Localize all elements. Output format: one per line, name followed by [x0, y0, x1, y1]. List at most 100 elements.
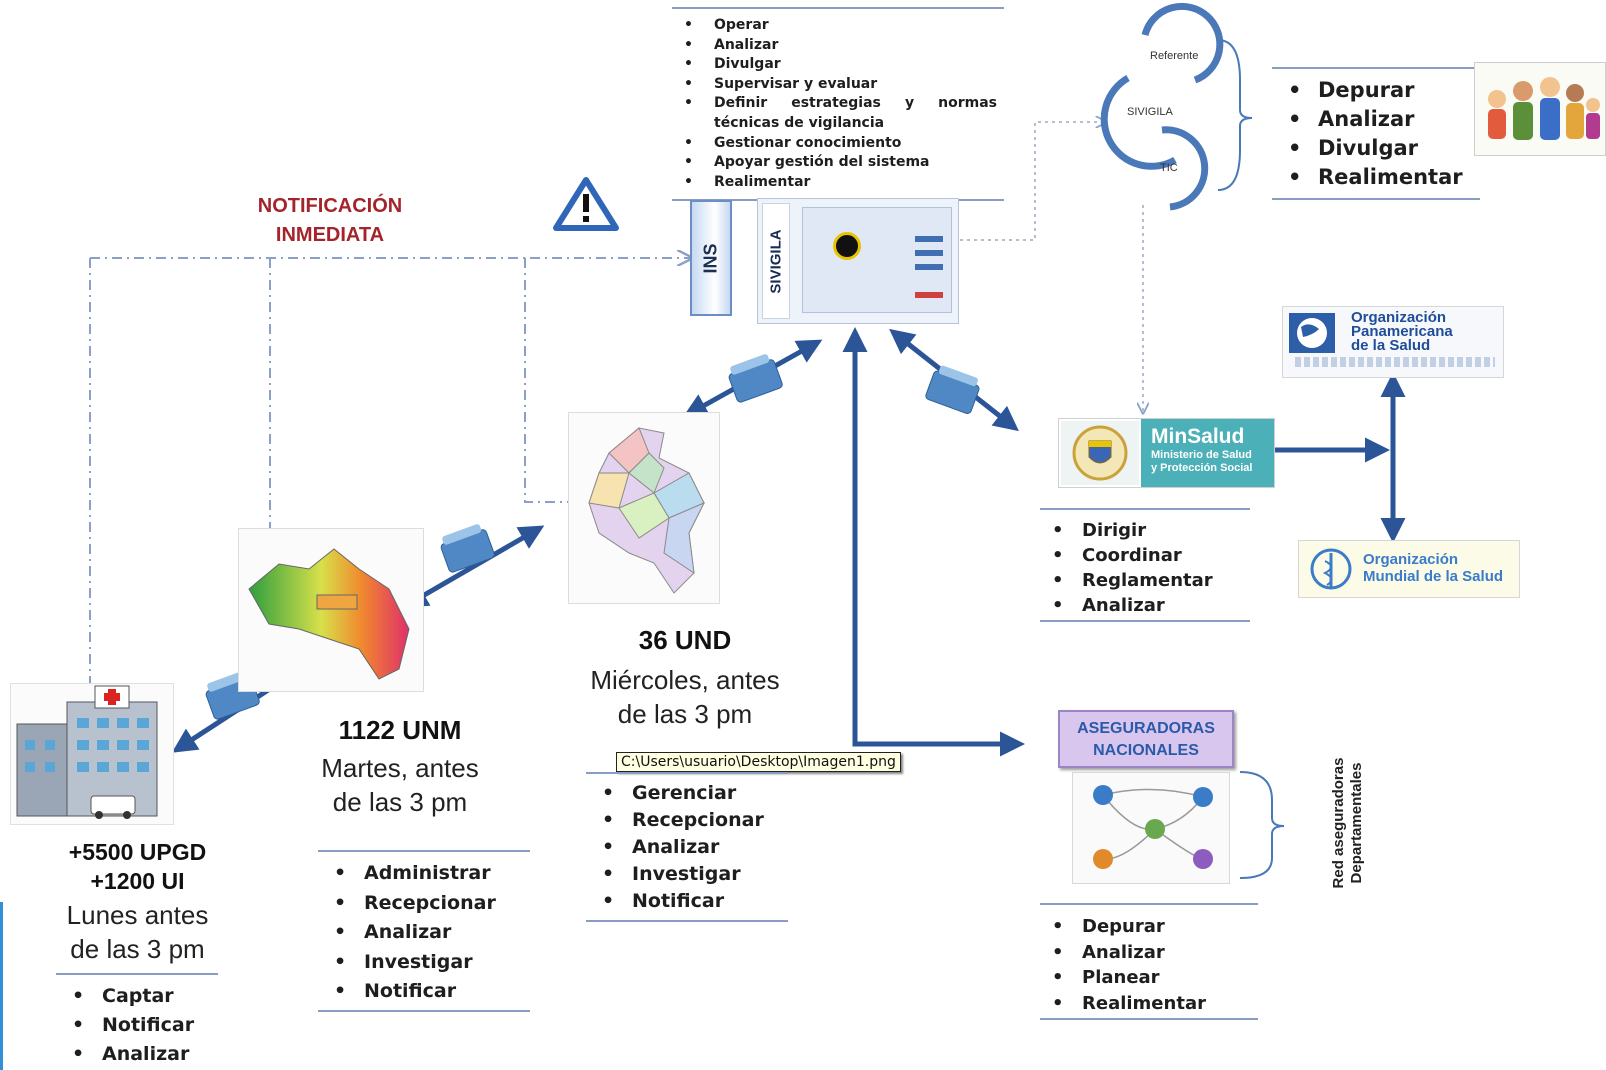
oms-logo: Organización Mundial de la Salud: [1298, 540, 1520, 598]
cycle-function-item: Realimentar: [1276, 163, 1476, 192]
ins-function-item: Gestionar conocimiento: [672, 134, 997, 154]
aseguradoras-functions-list: Depurar Analizar Planear Realimentar: [1040, 914, 1258, 1016]
ins-function-item: Analizar: [672, 36, 997, 56]
ins-top-rule: [672, 7, 1004, 9]
cycle-top-rule: [1272, 67, 1480, 69]
upgd-subtitle: Lunes antes de las 3 pm: [40, 898, 235, 966]
aseguradoras-function-item: Realimentar: [1040, 991, 1258, 1017]
globe-icon: [1289, 313, 1335, 353]
upgd-line: Lunes antes: [66, 900, 209, 930]
network-icon: [1093, 785, 1213, 869]
sivigila-sidebar: SIVIGILA: [762, 203, 790, 319]
department-map-icon: [248, 548, 410, 680]
minsalud-function-item: Analizar: [1040, 593, 1250, 618]
cycle-referente-label: Referente: [1150, 50, 1199, 62]
brackets: [1217, 39, 1285, 879]
minsalud-bottom-rule: [1040, 620, 1250, 622]
ins-function-item: Apoyar gestión del sistema: [672, 153, 997, 173]
ins-function-item: Supervisar y evaluar: [672, 75, 997, 95]
ins-function-item: Definir estrategias y normas técnicas de…: [672, 94, 997, 133]
unm-function-item: Administrar: [322, 859, 532, 889]
people-image: [1474, 62, 1606, 156]
network-image: [1072, 772, 1230, 884]
file-path-tooltip: C:\Users\usuario\Desktop\Imagen1.png: [616, 752, 901, 772]
sivigila-logo-icon: [833, 232, 861, 260]
aseguradoras-box: ASEGURADORAS NACIONALES: [1058, 710, 1234, 768]
unm-subtitle: Martes, antes de las 3 pm: [290, 751, 510, 819]
minsalud-line: Ministerio de Salud: [1151, 449, 1252, 461]
ops-subtitle-decoration: [1295, 357, 1495, 367]
folder-icon: [728, 354, 783, 403]
unm-functions-list: Administrar Recepcionar Analizar Investi…: [322, 859, 532, 1007]
sivigila-screenshot: SIVIGILA: [757, 198, 959, 324]
upgd-function-item: Analizar: [60, 1040, 230, 1069]
unm-bottom-rule: [318, 1010, 530, 1012]
hospital-icon: [16, 685, 158, 819]
cycle-sivigila-label: SIVIGILA: [1127, 106, 1173, 118]
who-emblem-icon: [1310, 548, 1352, 590]
red-aseguradoras-label: Red aseguradoras Departamentales: [1318, 745, 1378, 895]
people-icon: [1488, 77, 1600, 140]
unm-line: de las 3 pm: [332, 787, 468, 817]
cycle-function-item: Depurar: [1276, 76, 1476, 105]
sivigila-label: SIVIGILA: [767, 228, 785, 294]
hospital-image: [10, 683, 174, 825]
und-function-item: Investigar: [590, 861, 790, 888]
und-line: de las 3 pm: [617, 699, 753, 729]
minsalud-function-item: Dirigir: [1040, 518, 1250, 543]
notification-label: NOTIFICACIÓN INMEDIATA: [240, 192, 420, 250]
upgd-functions-list: Captar Notificar Analizar: [60, 982, 230, 1069]
menu-bar-icon: [915, 292, 943, 298]
minsalud-functions-list: Dirigir Coordinar Reglamentar Analizar: [1040, 518, 1250, 618]
aseguradoras-bottom-rule: [1040, 1018, 1258, 1020]
red-line: Red aseguradoras: [1330, 757, 1347, 889]
warning-icon: [553, 177, 619, 231]
unm-line: Martes, antes: [321, 753, 479, 783]
ins-box: INS: [690, 200, 732, 316]
oms-line: Mundial de la Salud: [1363, 568, 1504, 585]
ins-function-item: Divulgar: [672, 55, 997, 75]
und-subtitle: Miércoles, antes de las 3 pm: [555, 663, 815, 731]
ins-function-item: Operar: [672, 16, 997, 36]
ops-line: Organización: [1351, 309, 1447, 326]
aseguradoras-function-item: Depurar: [1040, 914, 1258, 940]
menu-bar-icon: [915, 264, 943, 270]
unm-function-item: Recepcionar: [322, 889, 532, 919]
upgd-function-item: Captar: [60, 982, 230, 1011]
cycle-tic-label: TIC: [1160, 162, 1178, 174]
cycle-circles: [1100, 2, 1224, 211]
ops-line: de la Salud: [1351, 337, 1431, 354]
upgd-title-line: +1200 UI: [90, 868, 185, 894]
minsalud-top-rule: [1040, 508, 1250, 510]
minsalud-name: MinSalud: [1151, 425, 1245, 448]
ins-function-item: Realimentar: [672, 173, 997, 193]
upgd-top-rule: [56, 973, 218, 975]
minsalud-line: y Protección Social: [1151, 462, 1253, 474]
notification-line: INMEDIATA: [275, 224, 385, 246]
minsalud-function-item: Coordinar: [1040, 543, 1250, 568]
ops-line: Panamericana: [1351, 323, 1453, 340]
und-functions-list: Gerenciar Recepcionar Analizar Investiga…: [590, 780, 790, 915]
unm-function-item: Notificar: [322, 977, 532, 1007]
upgd-line: de las 3 pm: [70, 934, 205, 964]
und-function-item: Analizar: [590, 834, 790, 861]
aseguradoras-top-rule: [1040, 903, 1258, 905]
unm-function-item: Analizar: [322, 918, 532, 948]
upgd-title-line: +5500 UPGD: [68, 839, 207, 865]
oms-line: Organización: [1363, 551, 1459, 568]
unm-title: 1122 UNM: [338, 715, 462, 745]
coat-of-arms-icon: [1061, 421, 1139, 485]
und-top-rule: [586, 772, 788, 774]
left-edge-accent: [0, 902, 3, 1070]
cycle-dotted-lines: [960, 122, 1143, 412]
minsalud-banner: MinSalud Ministerio de Salud y Protecció…: [1141, 419, 1274, 487]
sivigila-window: [802, 207, 952, 313]
colombia-map: [568, 412, 720, 604]
folder-icons: [205, 354, 980, 720]
aseguradoras-line: NACIONALES: [1093, 742, 1199, 759]
und-line: Miércoles, antes: [590, 665, 780, 695]
und-function-item: Gerenciar: [590, 780, 790, 807]
notification-line: NOTIFICACIÓN: [257, 195, 403, 217]
cycle-functions-list: Depurar Analizar Divulgar Realimentar: [1276, 76, 1476, 192]
